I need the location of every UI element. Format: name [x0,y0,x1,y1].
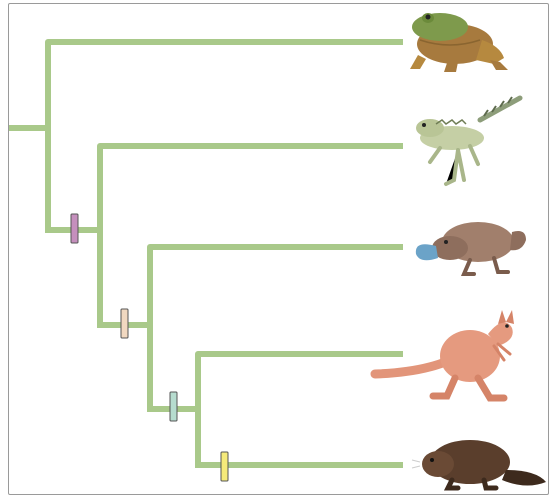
character-marker [170,392,177,421]
lizard-icon [416,97,520,184]
platypus-icon [416,222,526,274]
beaver-icon [412,440,546,488]
character-marker [71,214,78,243]
branches [12,42,400,465]
branch-platypus [150,247,400,409]
frog-icon [410,13,508,72]
branch-lizard [100,146,400,325]
character-marker [221,452,228,481]
character-marker [121,309,128,338]
branch-kangaroo [198,354,400,465]
